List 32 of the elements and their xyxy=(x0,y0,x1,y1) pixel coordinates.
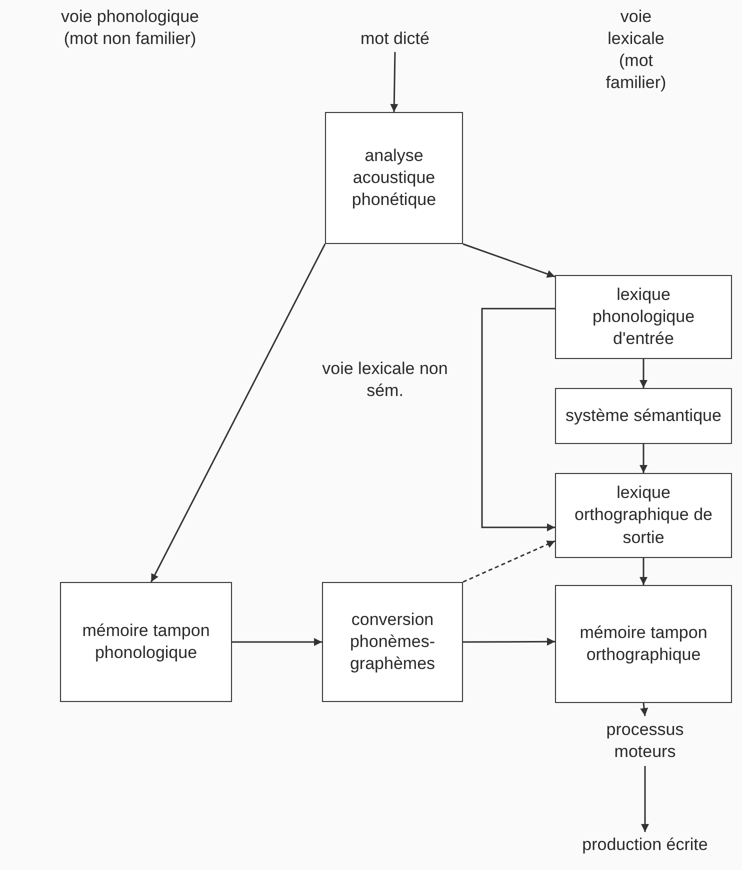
box-text: mémoire tampon orthographique xyxy=(578,622,708,666)
pathway-label: voie phonologique (mot non familier) xyxy=(60,6,200,50)
box-text: mémoire tampon phonologique xyxy=(81,620,211,664)
stage-label: production écrite xyxy=(582,834,708,856)
box-text: conversion phonèmes-graphèmes xyxy=(348,608,436,676)
arrow xyxy=(640,702,648,716)
process-box xyxy=(60,582,232,702)
process-box xyxy=(325,112,463,244)
box-text: lexique orthographique de sortie xyxy=(573,482,714,549)
arrow xyxy=(232,638,322,646)
arrow xyxy=(150,244,326,582)
dashed-arrow xyxy=(462,540,556,583)
arrow xyxy=(390,52,398,112)
pathway-label: voie lexicale non sém. xyxy=(321,358,449,402)
pathway-label: voie lexicale (mot familier) xyxy=(604,6,668,94)
stage-label: processus moteurs xyxy=(605,718,685,763)
arrow xyxy=(641,766,649,832)
arrow xyxy=(462,243,556,278)
arrow xyxy=(640,558,648,585)
arrow xyxy=(463,638,555,646)
process-box xyxy=(555,275,732,359)
arrow xyxy=(481,308,555,532)
process-box xyxy=(555,585,732,703)
arrow xyxy=(640,359,648,388)
stage-label: mot dicté xyxy=(360,28,430,50)
process-box xyxy=(555,473,732,558)
box-text: système sémantique xyxy=(566,404,722,427)
arrow xyxy=(640,444,648,473)
box-text: analyse acoustique phonétique xyxy=(350,144,438,212)
box-text: lexique phonologique d'entrée xyxy=(591,284,696,350)
process-box xyxy=(322,582,463,702)
process-box xyxy=(555,388,732,444)
